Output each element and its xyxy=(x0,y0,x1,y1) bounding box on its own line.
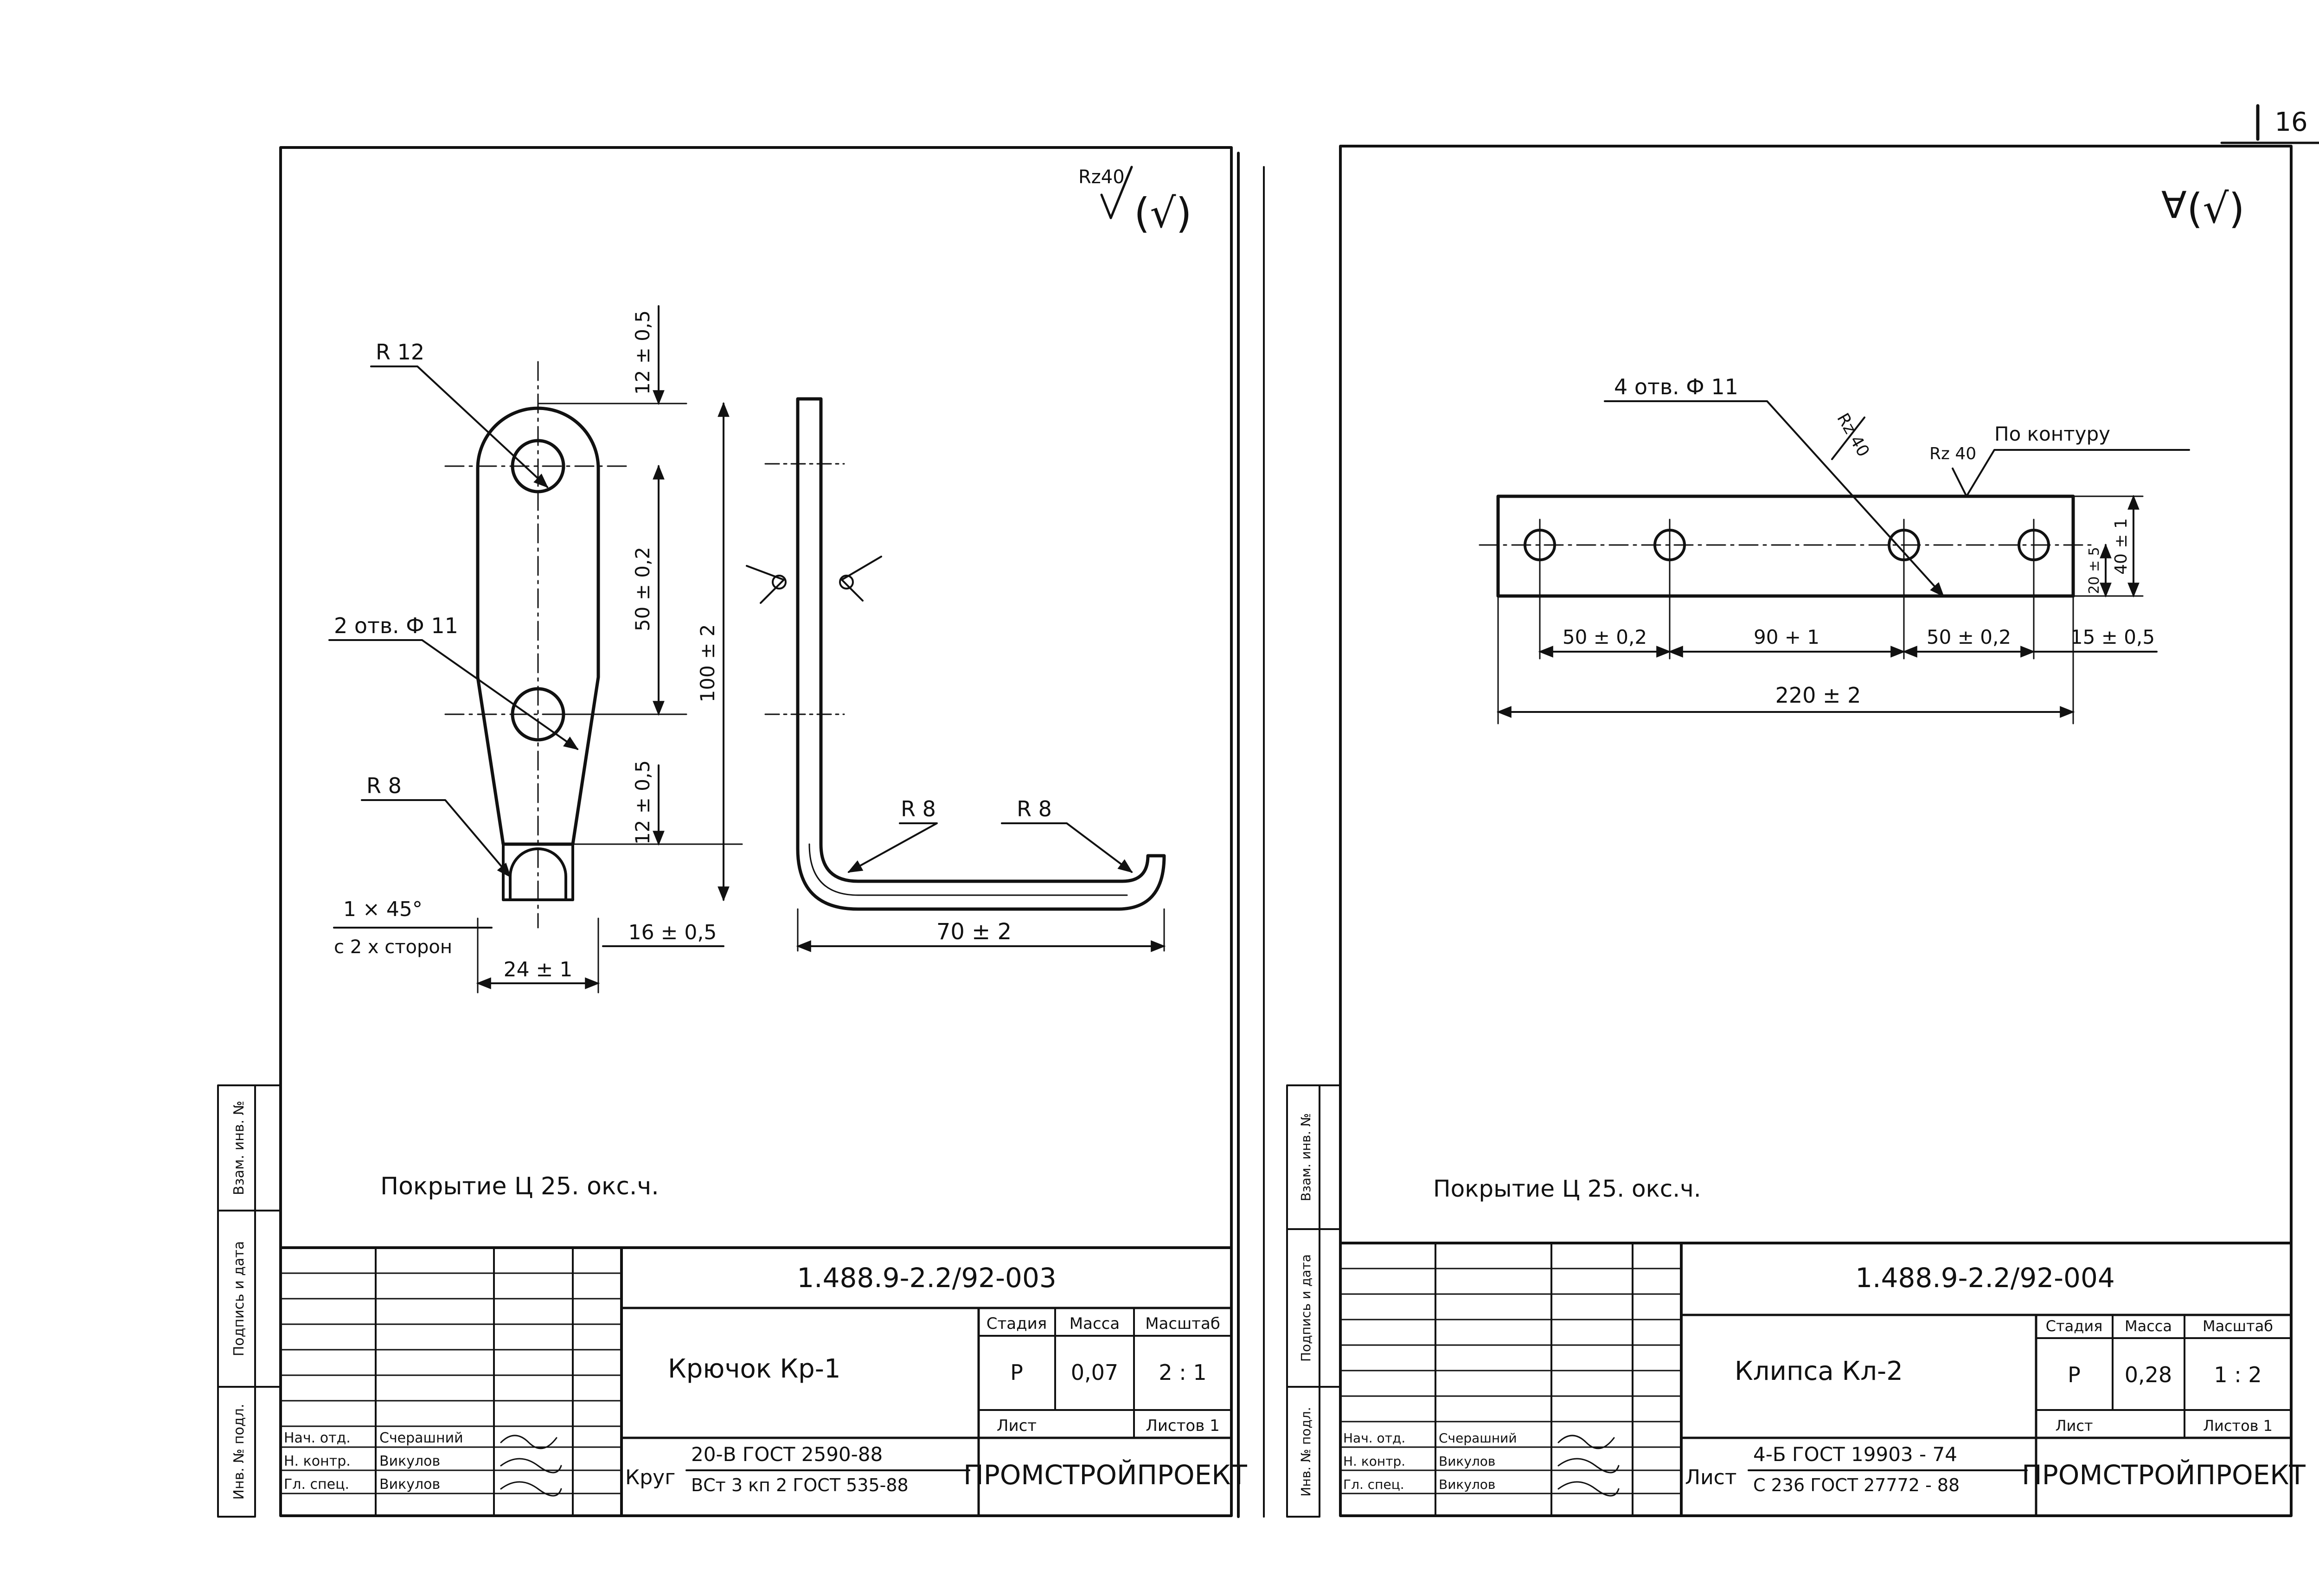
right-designation: 1.488.9-2.2/92-004 xyxy=(1855,1262,2115,1294)
right-roughness-symbol: ∀ xyxy=(2161,184,2187,227)
left-dim-chamfer: 1 × 45° xyxy=(343,897,423,921)
left-dim-bend-offset: 16 ± 0,5 xyxy=(628,921,717,944)
right-dim-rz-contour: Rz 40 xyxy=(1929,444,1976,463)
right-stamp-signature: Подпись и дата xyxy=(1298,1254,1313,1362)
right-mass-label: Масса xyxy=(2125,1317,2172,1335)
right-dim-center: 20 ± 5 xyxy=(2086,547,2102,594)
left-dim-width: 24 ± 1 xyxy=(504,958,573,981)
left-dim-bend-r2: R 8 xyxy=(1017,796,1052,821)
clip-plate-outline xyxy=(1496,494,2075,598)
page-number: 16 xyxy=(2274,107,2307,137)
left-signatures xyxy=(500,1435,562,1497)
right-dim-height: 40 ± 1 xyxy=(2112,518,2131,575)
right-dim-length: 220 ± 2 xyxy=(1775,683,1861,708)
right-organization: ПРОМСТРОЙПРОЕКТ xyxy=(2022,1459,2306,1491)
clip-plate xyxy=(1479,494,2093,598)
left-sheet: Взам. инв. № Подпись и дата Инв. № подл.… xyxy=(217,146,1247,1518)
left-title-block xyxy=(279,1246,1233,1517)
left-part-name: Крючок Кр-1 xyxy=(668,1354,841,1384)
right-part-name: Клипса Кл-2 xyxy=(1735,1356,1903,1386)
right-scale: 1 : 2 xyxy=(2214,1362,2261,1387)
right-stamp-inventory: Инв. № подл. xyxy=(1298,1407,1313,1496)
left-dim-length: 70 ± 2 xyxy=(936,919,1012,945)
right-coating: Покрытие Ц 25. окс.ч. xyxy=(1433,1175,1701,1202)
right-sheet: Взам. инв. № Подпись и дата Инв. № подл.… xyxy=(1286,145,2306,1518)
left-roughness-suffix: (√) xyxy=(1134,189,1192,237)
hook-front-view xyxy=(444,361,632,929)
right-dim-rz-hole: Rz 40 xyxy=(1833,410,1873,460)
left-organization: ПРОМСТРОЙПРОЕКТ xyxy=(963,1459,1247,1491)
right-dim-pitch-2: 90 + 1 xyxy=(1754,626,1819,648)
right-dim-holes: 4 отв. Ф 11 xyxy=(1614,374,1738,399)
left-sheets-label: Листов 1 xyxy=(1146,1417,1219,1435)
right-dim-edge: 15 ± 0,5 xyxy=(2070,626,2155,648)
right-role-3: Гл. спец. xyxy=(1343,1477,1404,1492)
left-side-stamp xyxy=(217,1084,256,1518)
right-sheet-label: Лист xyxy=(2055,1417,2093,1435)
left-mass: 0,07 xyxy=(1071,1360,1118,1385)
left-stage-label: Стадия xyxy=(987,1314,1047,1333)
left-dim-r8: R 8 xyxy=(366,773,402,798)
left-roughness-rz: Rz40 xyxy=(1078,167,1125,188)
left-dim-bend-r1: R 8 xyxy=(901,796,936,821)
left-stamp-replace: Взам. инв. № xyxy=(231,1101,247,1195)
left-material-bottom: ВСт 3 кп 2 ГОСТ 535-88 xyxy=(691,1475,909,1495)
right-material-bottom: С 236 ГОСТ 27772 - 88 xyxy=(1753,1475,1960,1495)
left-scale-label: Масштаб xyxy=(1145,1314,1220,1333)
left-role-1: Нач. отд. xyxy=(284,1430,351,1446)
left-dim-bottom-offset: 12 ± 0,5 xyxy=(631,760,654,845)
left-stage: Р xyxy=(1010,1360,1023,1385)
left-mass-label: Масса xyxy=(1070,1314,1120,1333)
right-stage: Р xyxy=(2068,1362,2081,1387)
right-side-stamp xyxy=(1286,1084,1320,1518)
left-coating: Покрытие Ц 25. окс.ч. xyxy=(380,1173,659,1200)
left-name-2: Викулов xyxy=(379,1453,440,1469)
left-dim-height: 100 ± 2 xyxy=(696,624,719,703)
right-material-prefix: Лист xyxy=(1685,1466,1737,1489)
right-name-2: Викулов xyxy=(1439,1454,1495,1469)
left-dim-holes: 2 отв. Ф 11 xyxy=(334,613,458,638)
left-dim-chamfer-sides: с 2 х сторон xyxy=(334,936,452,958)
left-stamp-inventory: Инв. № подл. xyxy=(231,1404,247,1500)
left-material-prefix: Круг xyxy=(625,1466,675,1489)
left-role-3: Гл. спец. xyxy=(284,1476,349,1493)
right-mass: 0,28 xyxy=(2125,1362,2172,1387)
right-dim-pitch-3: 50 ± 0,2 xyxy=(1927,626,2011,648)
right-sheets-label: Листов 1 xyxy=(2203,1417,2273,1435)
hook-outline xyxy=(476,406,600,846)
left-material-top: 20-В ГОСТ 2590-88 xyxy=(691,1443,883,1466)
left-dim-hole-spacing: 50 ± 0,2 xyxy=(631,547,654,631)
right-role-1: Нач. отд. xyxy=(1343,1430,1405,1446)
right-dim-contour-note: По контуру xyxy=(1994,423,2110,445)
right-signatures xyxy=(1557,1435,1620,1497)
right-role-2: Н. контр. xyxy=(1343,1454,1405,1469)
right-title-block xyxy=(1339,1242,2293,1517)
right-roughness-suffix: (√) xyxy=(2187,185,2245,232)
left-dim-top-offset: 12 ± 0,5 xyxy=(631,310,654,395)
right-stage-label: Стадия xyxy=(2046,1317,2103,1335)
right-name-3: Викулов xyxy=(1439,1477,1495,1492)
left-name-3: Викулов xyxy=(379,1476,440,1493)
hook-side-view xyxy=(746,397,1166,911)
right-sheet-frame xyxy=(1339,145,2293,1517)
right-dim-pitch-1: 50 ± 0,2 xyxy=(1563,626,1647,648)
hook-side-outline xyxy=(796,397,1166,911)
right-scale-label: Масштаб xyxy=(2203,1317,2273,1335)
left-sheet-label: Лист xyxy=(997,1417,1037,1435)
right-material-top: 4-Б ГОСТ 19903 - 74 xyxy=(1753,1443,1957,1466)
right-stamp-replace: Взам. инв. № xyxy=(1298,1113,1313,1201)
left-dim-r12: R 12 xyxy=(376,340,424,365)
left-role-2: Н. контр. xyxy=(284,1453,351,1469)
left-sheet-frame xyxy=(279,146,1233,1517)
left-name-1: Счерашний xyxy=(379,1430,463,1446)
left-designation: 1.488.9-2.2/92-003 xyxy=(797,1262,1057,1294)
left-roughness-check xyxy=(1100,166,1133,219)
left-scale: 2 : 1 xyxy=(1159,1360,1206,1385)
left-stamp-signature: Подпись и дата xyxy=(231,1241,247,1357)
right-name-1: Счерашний xyxy=(1439,1430,1517,1446)
